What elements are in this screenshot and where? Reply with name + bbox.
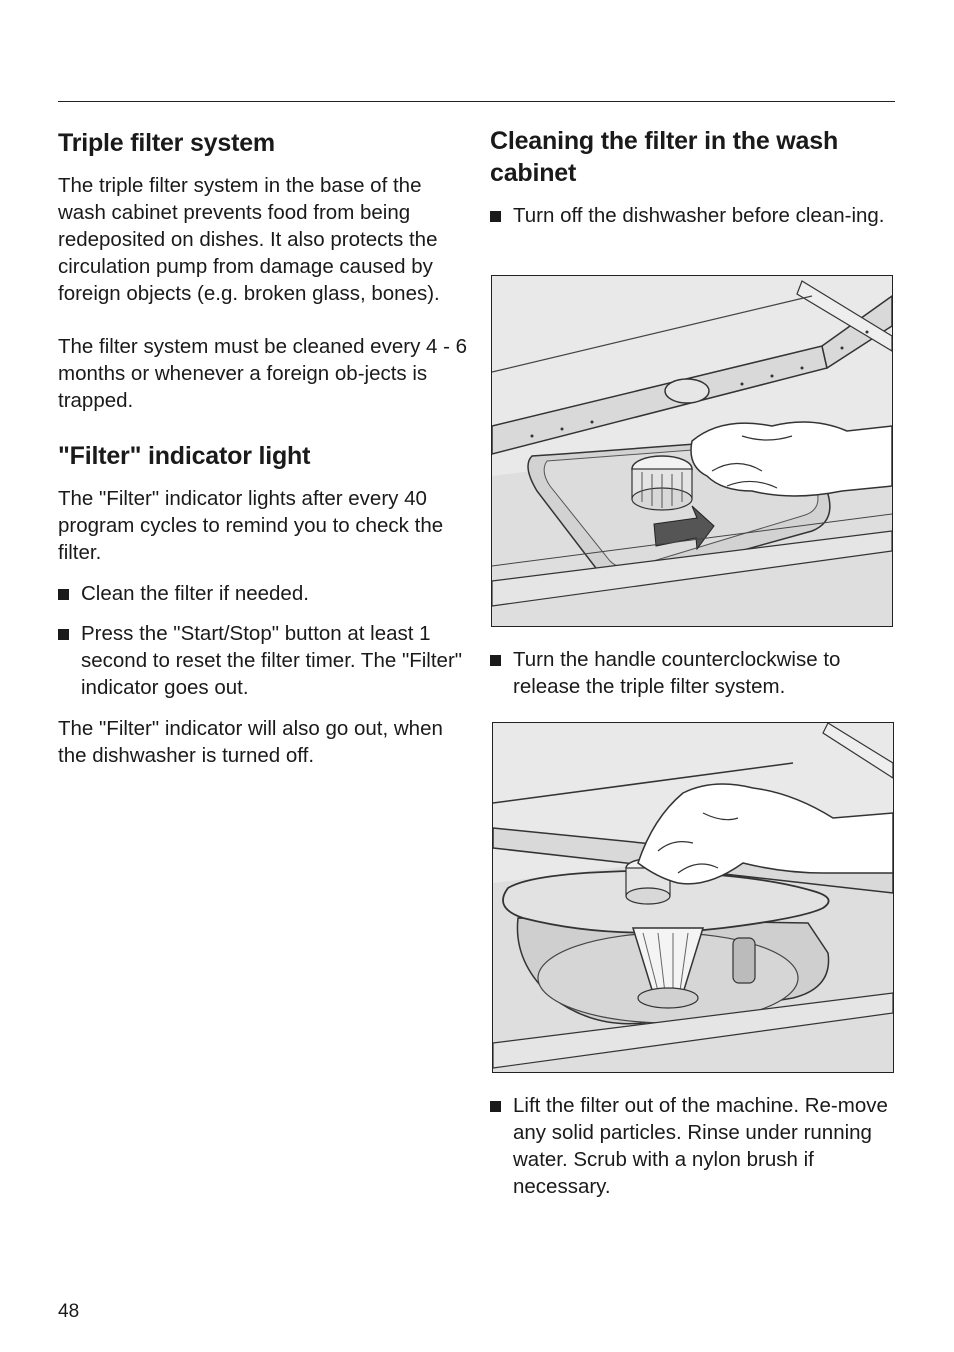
bullet-clean-filter: Clean the filter if needed. — [58, 580, 468, 607]
heading-cleaning-filter: Cleaning the filter in the wash cabinet — [490, 127, 839, 187]
bullet-square-icon — [490, 211, 501, 222]
left-column: Triple filter system The triple filter s… — [58, 124, 468, 769]
paragraph-cleaning-interval: The filter system must be cleaned every … — [58, 335, 468, 412]
bullet-turn-handle: Turn the handle counterclockwise to rele… — [490, 646, 900, 700]
illustration-turn-handle — [491, 275, 893, 627]
paragraph-indicator-off: The "Filter" indicator will also go out,… — [58, 717, 443, 767]
top-rule — [58, 101, 895, 102]
right-column-mid: Turn the handle counterclockwise to rele… — [490, 646, 900, 700]
bullet-square-icon — [58, 589, 69, 600]
bullet-turn-off: Turn off the dishwasher before clean-ing… — [490, 202, 900, 229]
page-number: 48 — [58, 1301, 80, 1322]
illustration-lift-filter — [492, 722, 894, 1073]
heading-triple-filter-system: Triple filter system — [58, 129, 275, 157]
heading-filter-indicator-light: "Filter" indicator light — [58, 442, 311, 470]
paragraph-indicator-description: The "Filter" indicator lights after ever… — [58, 487, 444, 564]
right-column: Cleaning the filter in the wash cabinet … — [490, 124, 900, 229]
paragraph-filter-description: The triple filter system in the base of … — [58, 174, 440, 305]
bullet-square-icon — [58, 629, 69, 640]
bullet-lift-filter: Lift the filter out of the machine. Re-m… — [490, 1092, 900, 1200]
bullet-square-icon — [490, 655, 501, 666]
bullet-square-icon — [490, 1101, 501, 1112]
bullet-reset-timer: Press the "Start/Stop" button at least 1… — [58, 620, 468, 701]
right-column-bottom: Lift the filter out of the machine. Re-m… — [490, 1092, 900, 1200]
